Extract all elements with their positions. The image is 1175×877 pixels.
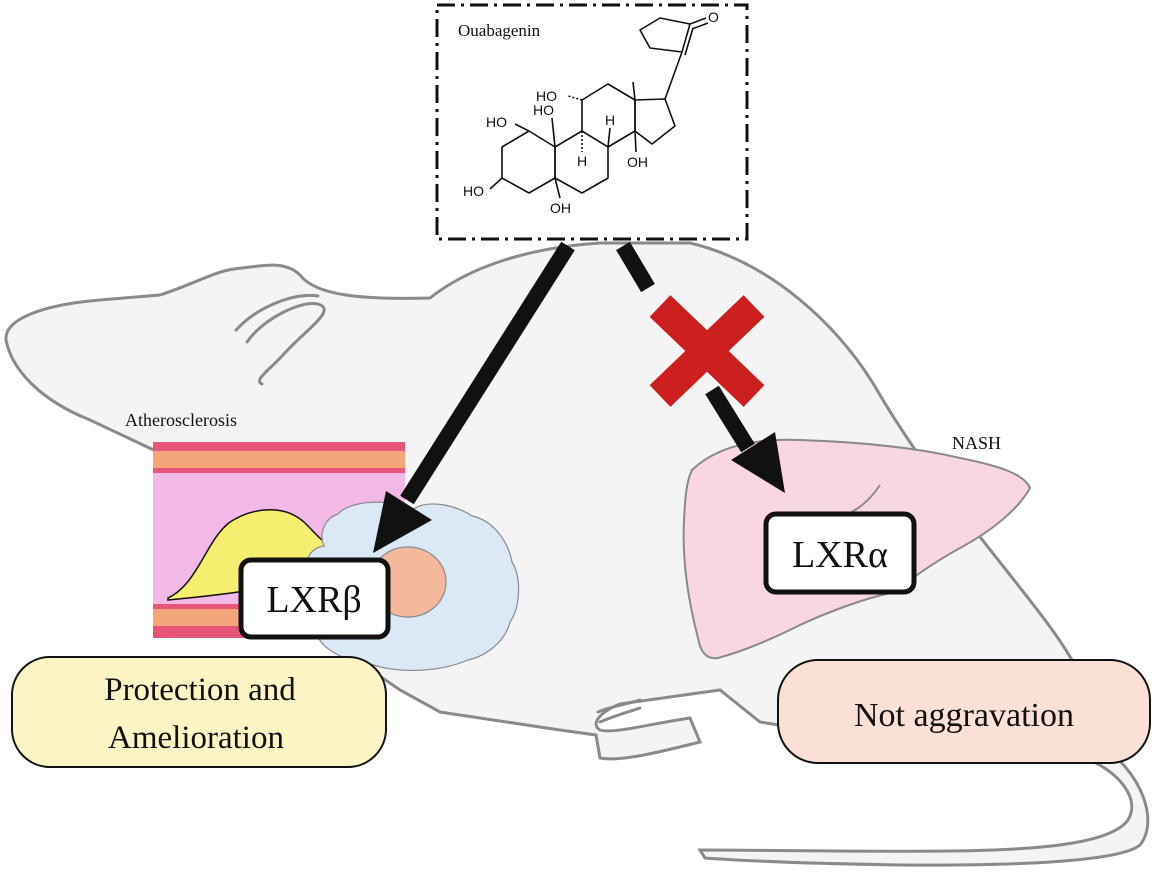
- mouse-ear-inner: [234, 293, 320, 332]
- atom-o-carbonyl: O: [708, 9, 719, 25]
- protection-line-1: Protection and: [104, 672, 296, 708]
- not-aggravation-outcome-pill: Not aggravation: [777, 659, 1151, 764]
- arrow-head-right: [731, 432, 785, 493]
- lxr-alpha-label: LXRα: [792, 534, 888, 576]
- not-aggravation-label: Not aggravation: [854, 697, 1074, 734]
- butenolide-ring: [639, 17, 691, 53]
- activation-arrow-to-lxr-beta: [373, 241, 575, 553]
- c5-hydroxyl-bond: [554, 177, 561, 199]
- arrow-shaft-right-upper: [616, 241, 655, 293]
- mouse-ear: [245, 302, 326, 386]
- c19-hydroxymethyl: [551, 117, 556, 148]
- mouse-front-paw: [596, 698, 642, 724]
- ring-d: [634, 98, 676, 145]
- atom-ho-c3: HO: [463, 183, 484, 199]
- blocked-arrow-to-lxr-alpha: [616, 241, 785, 493]
- structure-atom-labels: HO HO HO HO OH OH H H O: [463, 9, 719, 216]
- compound-box: Ouabagenin HO HO HO HO: [435, 3, 749, 241]
- artery-wall-top-red-inner: [153, 468, 405, 473]
- compound-box-border: [435, 3, 749, 241]
- lxr-alpha-box: LXRα: [763, 511, 917, 595]
- atom-ho-c11: HO: [536, 88, 557, 104]
- compound-name: Ouabagenin: [458, 21, 541, 40]
- carbonyl-bond: [689, 17, 707, 25]
- lxr-beta-box-border: [238, 557, 391, 640]
- protection-outcome-pill: Protection and Amelioration: [11, 656, 387, 768]
- arrow-shaft-left: [400, 241, 575, 505]
- atom-h-c9: H: [577, 153, 587, 169]
- atherosclerosis-label: Atherosclerosis: [125, 410, 237, 430]
- carbonyl-bond-2: [691, 22, 709, 30]
- block-cross-stroke-2: [649, 295, 765, 407]
- arrow-head-left: [373, 491, 432, 553]
- lxr-beta-label: LXRβ: [266, 579, 361, 621]
- atom-oh-c14: OH: [627, 154, 648, 170]
- arrow-shaft-right-lower: [705, 385, 755, 453]
- nash-label: NASH: [952, 433, 1001, 453]
- ouabagenin-structure: [489, 17, 709, 199]
- block-cross: [649, 295, 765, 407]
- c17-side-chain: [664, 51, 683, 100]
- lxr-alpha-box-border: [763, 511, 917, 595]
- c18-methyl: [632, 81, 636, 101]
- atom-ho-c1: HO: [486, 114, 507, 130]
- atom-h-c8: H: [605, 112, 615, 128]
- atom-oh-c5: OH: [550, 200, 571, 216]
- protection-line-2: Amelioration: [108, 720, 284, 756]
- artery-wall-top-red: [153, 442, 405, 451]
- mouse-body: [4, 241, 1102, 764]
- protection-pill-shape: [11, 656, 387, 768]
- butenolide-double-bond: [684, 27, 694, 56]
- c11-hydroxyl-bond: [567, 95, 583, 101]
- not-aggravation-pill-shape: [777, 659, 1151, 764]
- c8-hydrogen-bond: [607, 127, 611, 148]
- atom-ho-c19: HO: [533, 102, 554, 118]
- lxr-beta-box: LXRβ: [238, 557, 391, 640]
- c3-hydroxyl-bond: [489, 177, 503, 190]
- c1-hydroxyl-bond: [514, 123, 530, 132]
- c14-hydroxyl-bond: [634, 130, 637, 153]
- artery-wall-top-orange: [153, 451, 405, 468]
